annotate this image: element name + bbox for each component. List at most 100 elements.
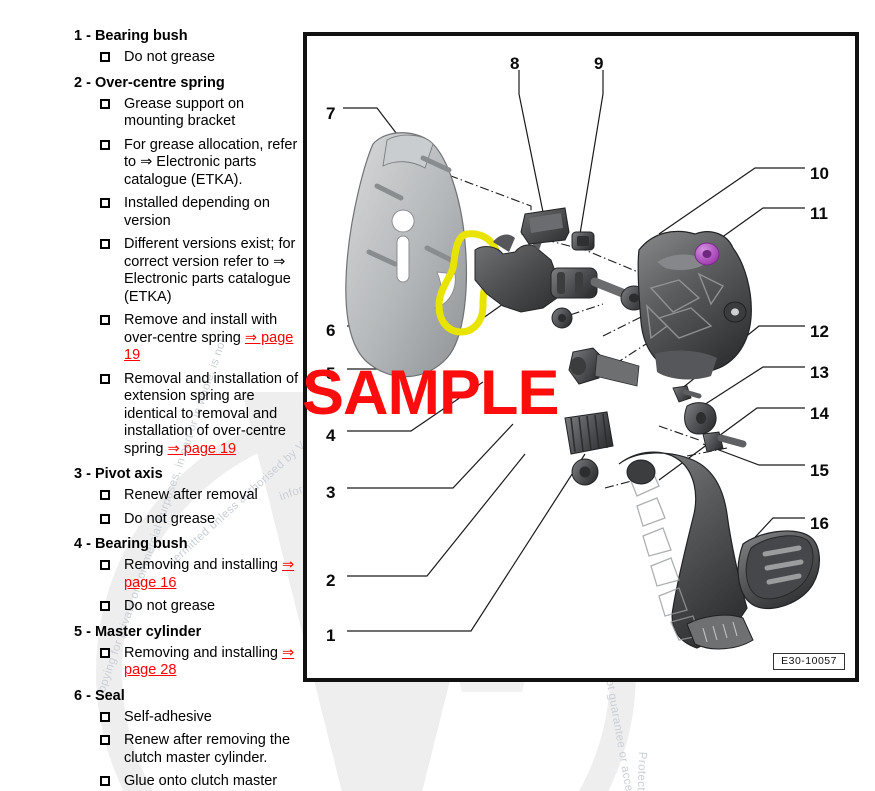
figure-artwork: [343, 70, 820, 650]
bullet-text-main: Renew after removing the clutch master c…: [124, 732, 291, 766]
bullet-text: Different versions exist; for correct ve…: [124, 236, 302, 306]
bullet-text: Remove and install with over-centre spri…: [124, 312, 302, 365]
bullet-text-main: Different versions exist; for correct ve…: [124, 236, 296, 305]
part-pedal-pad-16: [737, 530, 820, 610]
page-reference-link[interactable]: ⇒ page 19: [167, 440, 237, 457]
bullet-text-main: Do not grease: [124, 510, 216, 527]
checkbox-icon: [100, 776, 110, 786]
callout-number-13: 13: [810, 363, 829, 382]
bullet-item: Remove and install with over-centre spri…: [74, 312, 302, 365]
part-heading: 5 - Master cylinder: [74, 623, 202, 640]
bullet-text-main: Removing and installing: [124, 644, 282, 661]
bullet-text: Glue onto clutch master cylinder: [124, 773, 302, 791]
checkbox-icon: [100, 490, 110, 500]
callout-number-1: 1: [326, 626, 336, 645]
part-group: 1 - Bearing bush Do not grease: [74, 26, 302, 67]
part-bush-9: [571, 231, 595, 251]
bullet-item: Do not grease: [74, 49, 302, 67]
bullet-text-main: Do not grease: [124, 49, 216, 65]
bullet-item: Different versions exist; for correct ve…: [74, 236, 302, 306]
checkbox-icon: [100, 315, 110, 325]
bullet-list: Do not grease: [74, 49, 302, 67]
bullet-text-main: Installed depending on version: [124, 195, 270, 229]
checkbox-icon: [100, 198, 110, 208]
checkbox-icon: [100, 52, 110, 62]
bullet-text-main: Remove and install with over-centre spri…: [124, 312, 278, 346]
part-mounting-bracket: [345, 132, 468, 378]
part-bush-13: [684, 402, 717, 435]
part-clip-8: [520, 207, 570, 245]
checkbox-icon: [100, 239, 110, 249]
part-heading: 1 - Bearing bush: [74, 28, 188, 44]
part-pivot-axis-3: [568, 347, 640, 387]
bullet-text: Renew after removal: [124, 487, 258, 505]
bullet-item: Removal and installation of extension sp…: [74, 371, 302, 459]
bullet-text: Grease support on mounting bracket: [124, 96, 302, 131]
figure-id-label: E30-10057: [773, 653, 845, 670]
callout-number-14: 14: [810, 404, 829, 423]
callout-number-4: 4: [326, 426, 336, 445]
sample-watermark-text: SAMPLE: [302, 358, 560, 428]
part-heading: 2 - Over-centre spring: [74, 74, 225, 91]
bullet-list: Removing and installing ⇒ page 16 Do not …: [74, 557, 302, 616]
part-heading: 4 - Bearing bush: [74, 536, 188, 552]
bullet-text: Renew after removing the clutch master c…: [124, 732, 302, 767]
bullet-item: Do not grease: [74, 598, 302, 616]
callout-number-11: 11: [810, 204, 828, 223]
bullet-list: Removing and installing ⇒ page 28: [74, 645, 302, 680]
part-over-centre-spring-2: [564, 411, 614, 455]
checkbox-icon: [100, 513, 110, 524]
bullet-text: Self-adhesive: [124, 709, 212, 727]
callout-number-9: 9: [594, 54, 604, 73]
part-bearing-bush-4: [551, 307, 573, 329]
callout-number-5: 5: [326, 364, 336, 383]
callout-number-7: 7: [326, 104, 336, 123]
watermark-line-4: not guarantee or accept any liability wi…: [602, 672, 680, 791]
bullet-text: Removing and installing ⇒ page 16: [124, 557, 302, 592]
checkbox-icon: [100, 98, 110, 109]
checkbox-icon: [100, 735, 110, 745]
parts-list: 1 - Bearing bush Do not grease 2 - Over-ce…: [74, 26, 302, 791]
bullet-item: Do not grease: [74, 511, 302, 529]
bullet-list: Renew after removal Do not grease: [74, 487, 302, 528]
bullet-text: For grease allocation, refer to ⇒ Electr…: [124, 137, 302, 190]
bullet-item: Renew after removing the clutch master c…: [74, 732, 302, 767]
bullet-text: Removal and installation of extension sp…: [124, 371, 302, 459]
checkbox-icon: [100, 560, 110, 570]
bullet-text-main: Renew after removal: [124, 487, 258, 503]
part-pedal-bracket-10: [637, 230, 752, 380]
part-bolt-15: [702, 431, 747, 453]
checkbox-icon: [100, 139, 110, 150]
part-pedal-arm-14: [618, 451, 754, 650]
bullet-text-main: For grease allocation, refer to ⇒ Electr…: [124, 136, 298, 188]
callout-number-15: 15: [810, 461, 829, 480]
callout-number-12: 12: [810, 322, 829, 341]
bullet-item: Installed depending on version: [74, 195, 302, 230]
part-heading: 3 - Pivot axis: [74, 466, 163, 482]
checkbox-icon: [100, 601, 110, 611]
bullet-text-main: Grease support on mounting bracket: [124, 95, 245, 130]
watermark-line-5: Protected by copyright.: [632, 752, 648, 791]
bullet-text: Installed depending on version: [124, 195, 302, 230]
part-bush-magenta-11: [694, 242, 720, 266]
bullet-item: Removing and installing ⇒ page 28: [74, 645, 302, 680]
bullet-item: Self-adhesive: [74, 709, 302, 727]
bullet-item: Grease support on mounting bracket: [74, 96, 302, 131]
part-heading: 6 - Seal: [74, 687, 125, 704]
checkbox-icon: [100, 647, 110, 658]
page-reference-link[interactable]: ⇒ page 19: [124, 329, 294, 364]
bullet-text: Do not grease: [124, 598, 215, 616]
callout-number-6: 6: [326, 321, 336, 340]
callout-number-10: 10: [810, 164, 829, 183]
bullet-text-main: Glue onto clutch master cylinder: [124, 773, 278, 791]
